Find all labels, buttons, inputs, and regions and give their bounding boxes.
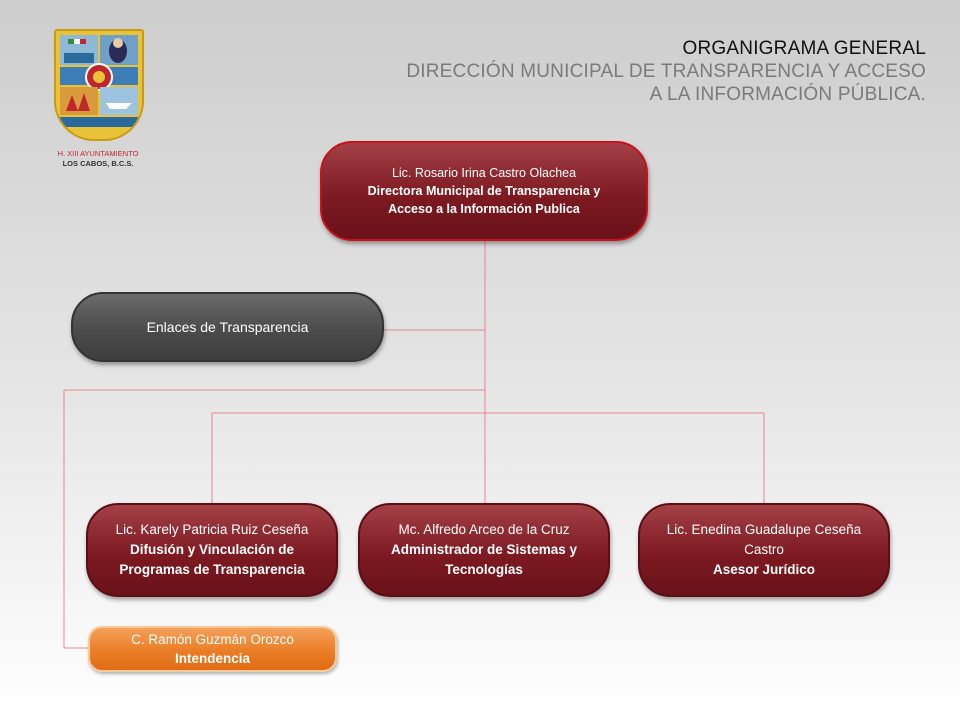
header: ORGANIGRAMA GENERAL DIRECCIÓN MUNICIPAL … bbox=[406, 38, 926, 106]
node-enlaces[interactable]: Enlaces de Transparencia bbox=[71, 292, 384, 362]
juridico-name-line1: Lic. Enedina Guadalupe Ceseña bbox=[666, 522, 862, 537]
sistemas-role-line2: Tecnologías bbox=[445, 562, 523, 577]
page-subtitle-line2: A LA INFORMACIÓN PÚBLICA. bbox=[649, 84, 926, 105]
director-role-line1: Directora Municipal de Transparencia y bbox=[367, 184, 601, 198]
juridico-name-line2: Castro bbox=[744, 542, 784, 557]
director-role-line2: Acceso a la Información Publica bbox=[388, 202, 580, 216]
difusion-name: Lic. Karely Patricia Ruiz Ceseña bbox=[115, 522, 309, 537]
page-subtitle-line1: DIRECCIÓN MUNICIPAL DE TRANSPARENCIA Y A… bbox=[406, 61, 926, 82]
node-juridico[interactable]: Lic. Enedina Guadalupe Ceseña Castro Ase… bbox=[638, 503, 890, 597]
logo-caption: H. XIII AYUNTAMIENTO LOS CABOS, B.C.S. bbox=[52, 149, 144, 169]
intendencia-role: Intendencia bbox=[174, 651, 250, 666]
juridico-role: Asesor Jurídico bbox=[712, 562, 816, 577]
coat-of-arms-icon bbox=[54, 29, 144, 141]
sistemas-role-line1: Administrador de Sistemas y bbox=[390, 542, 578, 557]
logo-caption-line2: LOS CABOS, B.C.S. bbox=[62, 159, 134, 168]
node-sistemas[interactable]: Mc. Alfredo Arceo de la Cruz Administrad… bbox=[358, 503, 610, 597]
node-intendencia[interactable]: C. Ramón Guzmán Orozco Intendencia bbox=[88, 626, 337, 672]
enlaces-label: Enlaces de Transparencia bbox=[146, 319, 309, 335]
director-name: Lic. Rosario Irina Castro Olachea bbox=[391, 166, 577, 180]
node-difusion[interactable]: Lic. Karely Patricia Ruiz Ceseña Difusió… bbox=[86, 503, 338, 597]
page-title: ORGANIGRAMA GENERAL bbox=[682, 38, 926, 59]
coat-of-arms-graphic bbox=[60, 35, 138, 127]
difusion-role-line2: Programas de Transparencia bbox=[119, 562, 305, 577]
intendencia-name: C. Ramón Guzmán Orozco bbox=[131, 632, 294, 647]
logo-caption-line1: H. XIII AYUNTAMIENTO bbox=[57, 149, 139, 158]
municipal-logo: H. XIII AYUNTAMIENTO LOS CABOS, B.C.S. bbox=[52, 29, 144, 169]
node-director[interactable]: Lic. Rosario Irina Castro Olachea Direct… bbox=[320, 141, 648, 241]
difusion-role-line1: Difusión y Vinculación de bbox=[129, 542, 295, 557]
sistemas-name: Mc. Alfredo Arceo de la Cruz bbox=[398, 522, 570, 537]
